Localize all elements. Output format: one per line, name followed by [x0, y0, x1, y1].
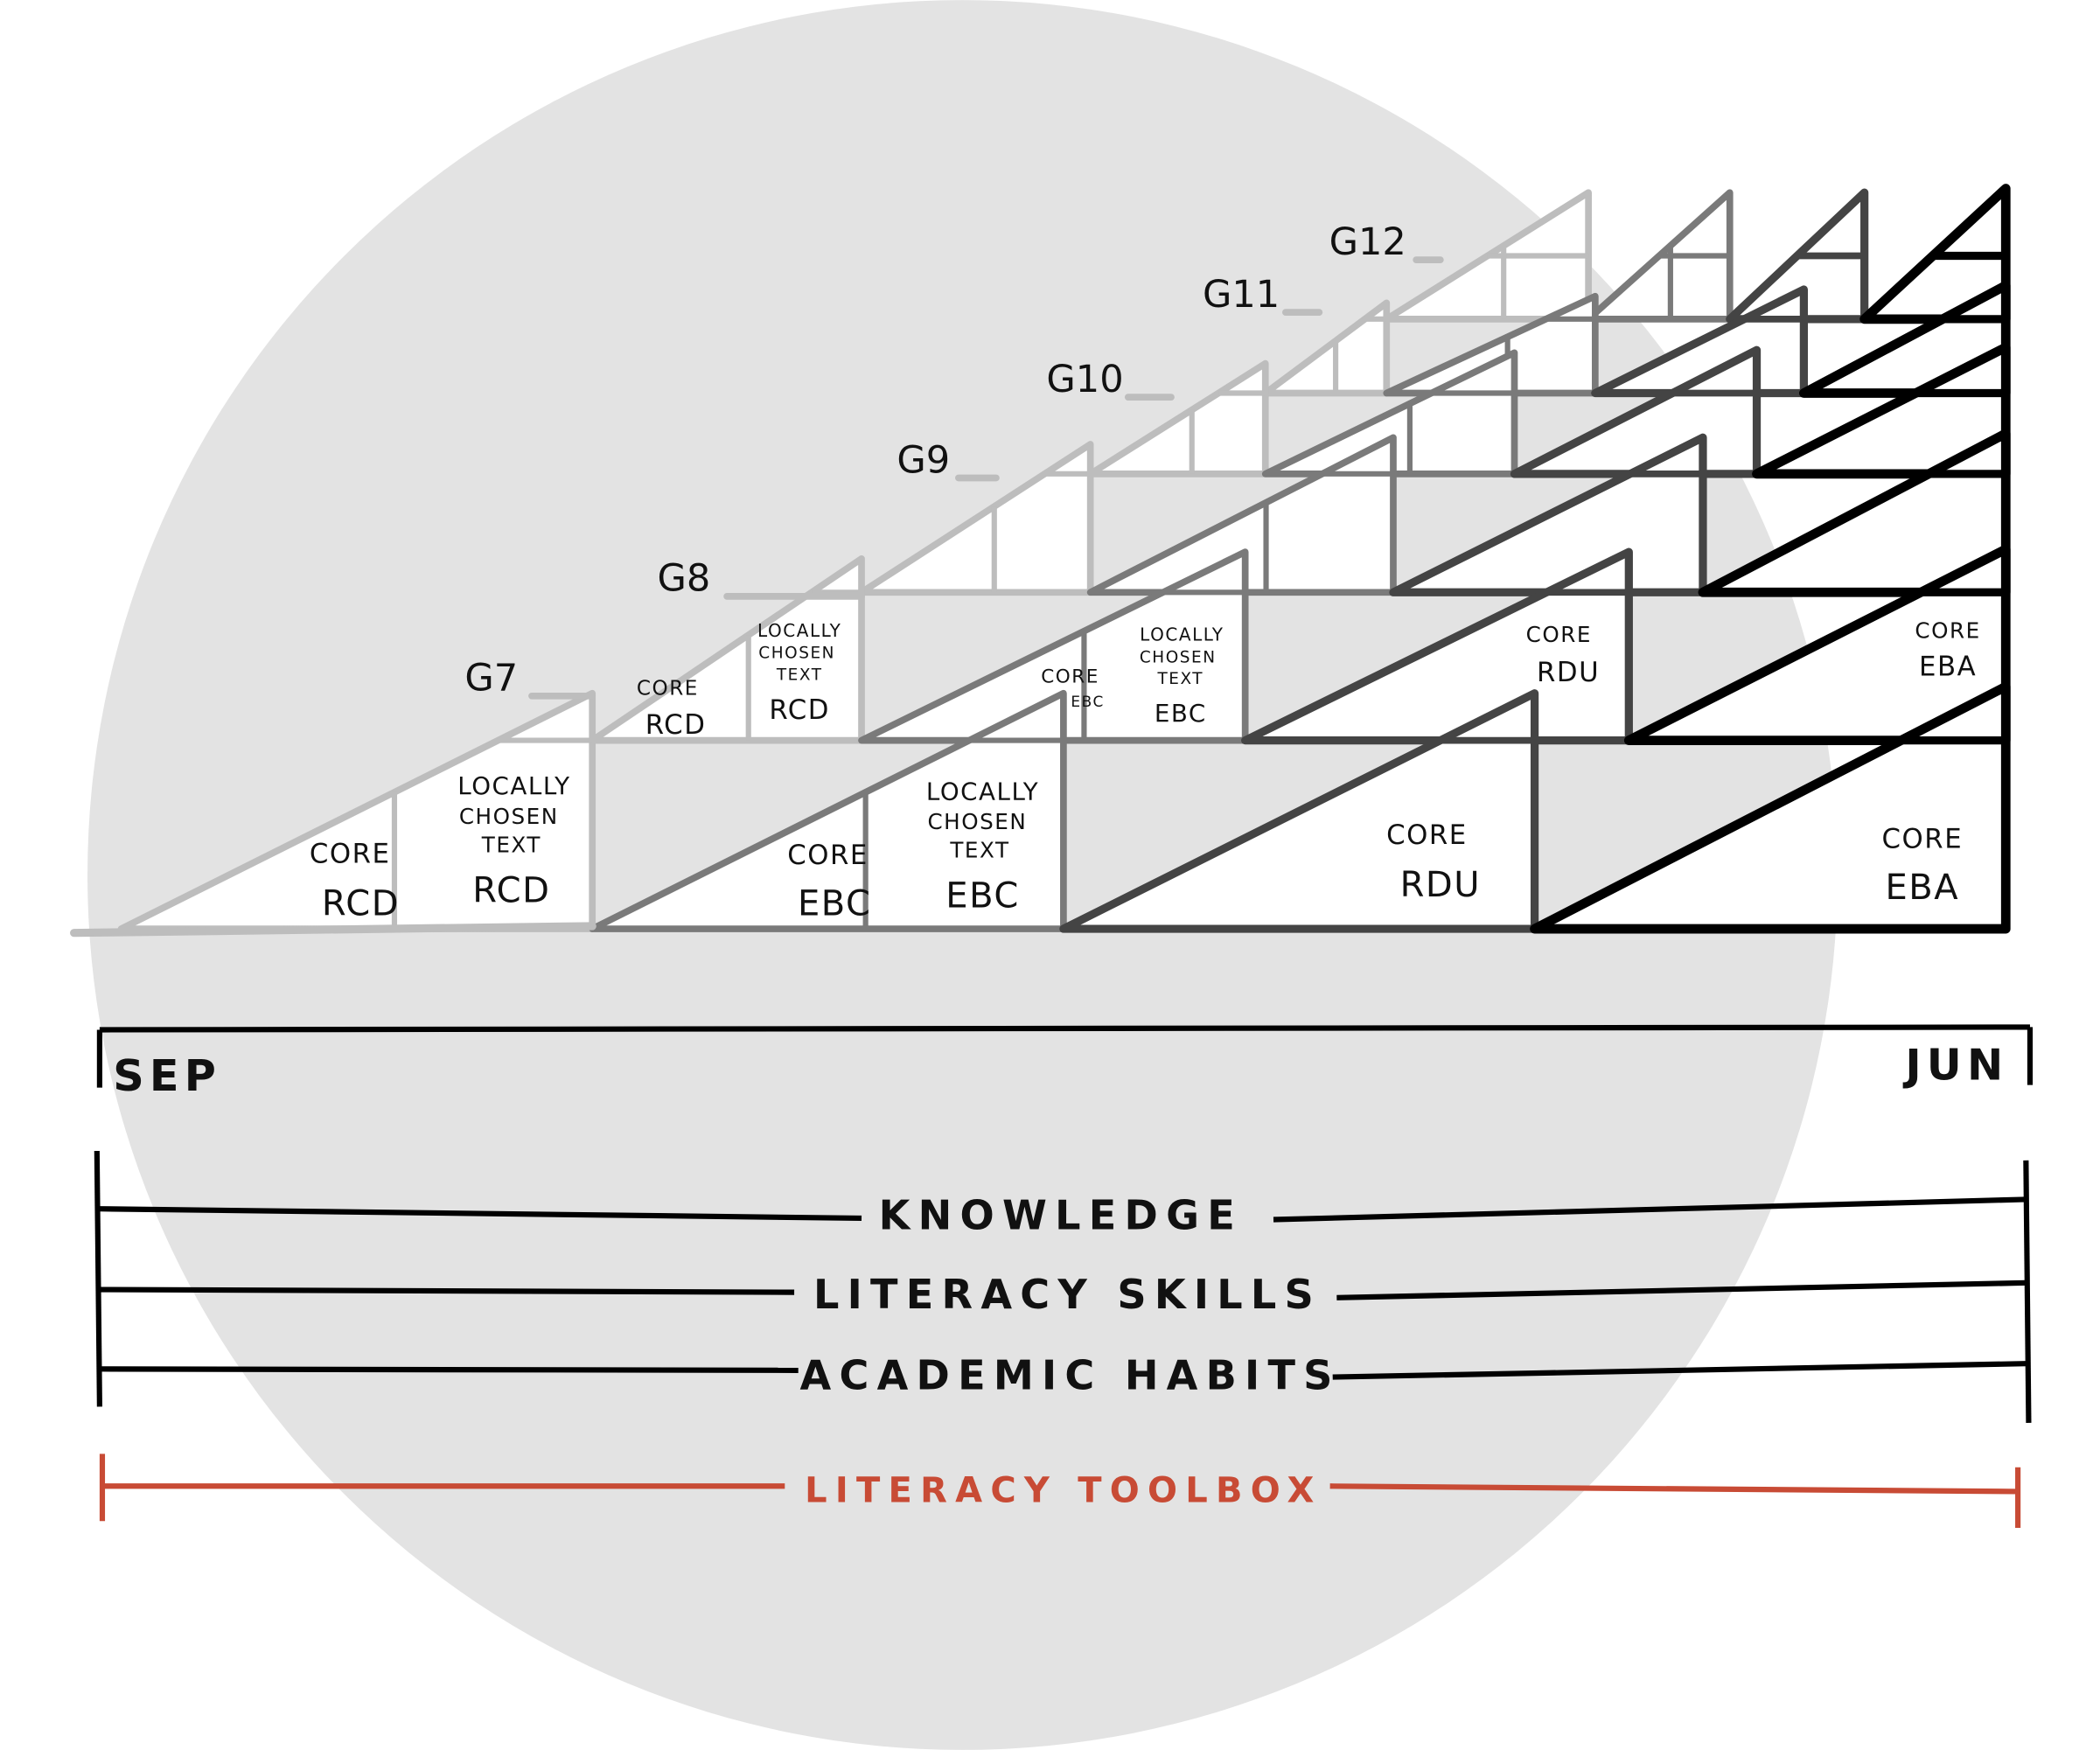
grade-row-g10 — [1086, 342, 2011, 479]
grade-label-g9: G9 — [897, 438, 950, 482]
g8-core-eba-code: EBA — [1919, 652, 1977, 683]
g7-local-rcd-l3: TEXT — [481, 832, 541, 857]
g8-cell-labels: CORE RCD LOCALLY CHOSEN TEXT RCD CORE EB… — [637, 618, 1980, 741]
unit-1-triangle — [858, 441, 1094, 596]
grade-row-g7 — [117, 681, 2011, 934]
g7-local-ebc-code: EBC — [945, 875, 1020, 916]
g8-core-ebc-code: EBC — [1071, 693, 1104, 710]
g8-local-rcd-l2: CHOSEN — [758, 645, 835, 663]
g8-local-rcd-l1: LOCALLY — [757, 620, 841, 641]
g8-local-ebc-l3: TEXT — [1156, 670, 1203, 688]
g7-cell-labels: CORE RCD LOCALLY CHOSEN TEXT RCD CORE EB… — [310, 771, 1964, 924]
g7-core-ebc-label: CORE — [787, 840, 869, 871]
unit-4-triangle — [1530, 681, 2011, 934]
literacy-toolbox-label: LITERACY TOOLBOX — [805, 1471, 1322, 1511]
unit-4-triangle — [1752, 342, 2011, 479]
grade-row-g8 — [589, 544, 2011, 745]
strands-bracket — [94, 1150, 2032, 1423]
g7-local-rcd-code: RCD — [472, 870, 550, 910]
grade-label-g12: G12 — [1329, 220, 1406, 264]
timeline-end-label: JUN — [1902, 1039, 2008, 1090]
g8-core-rdu-label: CORE — [1526, 622, 1592, 647]
baseline — [70, 922, 597, 938]
g8-local-ebc-l1: LOCALLY — [1140, 624, 1224, 645]
strand-academic-habits: ACADEMIC HABITS — [800, 1351, 1341, 1398]
strand-literacy-skills: LITERACY SKILLS — [813, 1271, 1322, 1318]
grade-label-g8: G8 — [657, 557, 710, 601]
g7-local-ebc-l3: TEXT — [949, 837, 1009, 862]
g7-local-ebc-l2: CHOSEN — [927, 809, 1027, 834]
unit-1-triangle — [589, 554, 865, 744]
grade-rows — [70, 184, 2011, 938]
unit-4-triangle — [1799, 280, 2011, 398]
grade-label-g7: G7 — [464, 657, 518, 701]
g7-core-rdu-code: RDU — [1400, 865, 1482, 905]
g8-local-ebc-code: EBC — [1155, 699, 1207, 728]
unit-1-triangle — [1261, 299, 1391, 397]
grade-label-g11: G11 — [1203, 273, 1280, 317]
g8-core-eba-label: CORE — [1915, 618, 1980, 644]
timeline — [96, 1024, 2034, 1088]
g8-local-rcd-code: RCD — [769, 694, 830, 726]
g7-local-ebc-l1: LOCALLY — [926, 777, 1039, 805]
g7-local-rcd-l2: CHOSEN — [459, 804, 559, 829]
g8-local-rcd-l3: TEXT — [776, 666, 823, 684]
unit-3-triangle — [1059, 689, 1539, 933]
grade-label-g10: G10 — [1046, 358, 1123, 401]
g7-core-eba-code: EBA — [1885, 868, 1959, 908]
unit-2-triangle — [589, 689, 1067, 932]
g7-core-ebc-code: EBC — [798, 884, 872, 924]
g8-core-rdu-code: RDU — [1537, 657, 1600, 688]
g8-local-ebc-l2: CHOSEN — [1140, 648, 1217, 666]
g7-core-rcd-code: RCD — [322, 884, 400, 924]
unit-4-triangle — [1623, 544, 2011, 745]
g8-core-rcd-code: RCD — [645, 709, 707, 741]
g7-core-eba-label: CORE — [1882, 824, 1964, 855]
g8-core-rcd-label: CORE — [637, 677, 699, 700]
timeline-start-label: SEP — [113, 1050, 221, 1101]
g8-core-ebc-label: CORE — [1041, 666, 1099, 687]
g7-core-rcd-label: CORE — [310, 839, 391, 870]
toolbox-bracket — [99, 1454, 2021, 1528]
g7-core-rdu-label: CORE — [1386, 819, 1468, 851]
strand-knowledge: KNOWLEDGE — [879, 1191, 1243, 1238]
grade-row-g12 — [1383, 184, 2011, 324]
g7-local-rcd-l1: LOCALLY — [457, 771, 570, 800]
